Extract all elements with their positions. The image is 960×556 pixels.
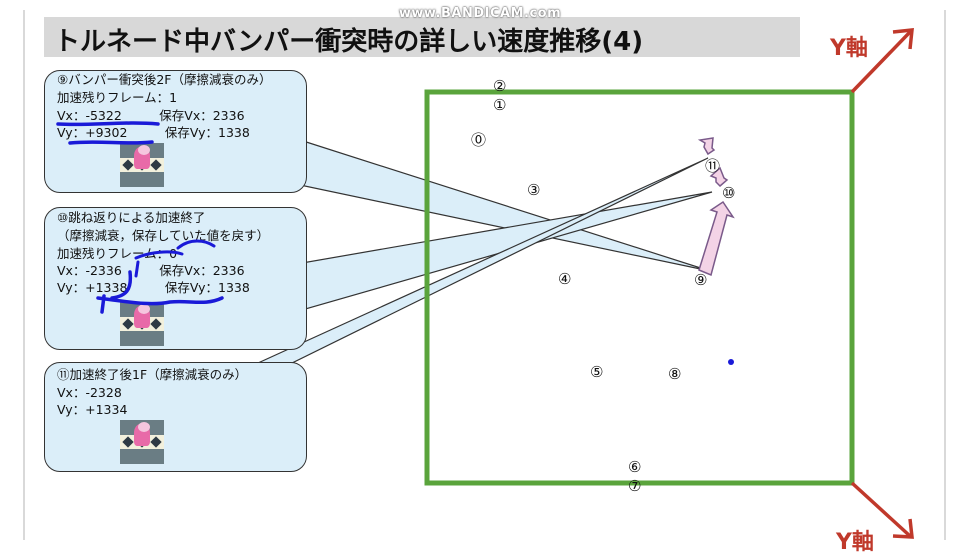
point-6: ⑥ bbox=[628, 458, 642, 476]
point-7: ⑦ bbox=[628, 477, 642, 495]
title-bar bbox=[44, 17, 800, 57]
diagram-canvas bbox=[257, 28, 914, 539]
callout-9-accel-frames: 加速残りフレーム：1 bbox=[57, 90, 178, 105]
callout-9-heading: ⑨バンパー衝突後2F（摩擦減衰のみ） bbox=[57, 72, 272, 87]
callout-11-vx: Vx：-2328 bbox=[57, 385, 122, 400]
point-9: ⑨ bbox=[694, 271, 708, 289]
callout-9-vx: Vx：-5322 保存Vx：2336 bbox=[57, 108, 245, 123]
y-axis-arrow-bottom bbox=[850, 481, 914, 539]
callout-9-vy: Vy：+9302 保存Vy：1338 bbox=[57, 125, 250, 140]
point-4: ④ bbox=[558, 270, 572, 288]
velocity-arrow-9-10 bbox=[698, 200, 735, 277]
y-axis-label-bottom: Y軸 bbox=[836, 530, 874, 555]
page-title: トルネード中バンパー衝突時の詳しい速度推移(4) bbox=[54, 27, 644, 57]
callout-11-thumbnail bbox=[120, 420, 164, 464]
point-5: ⑤ bbox=[590, 363, 604, 381]
point-0: ⓪ bbox=[471, 131, 487, 149]
callout-11-heading: ⑪加速終了後1F（摩擦減衰のみ） bbox=[57, 367, 248, 382]
y-axis-label-top: Y軸 bbox=[830, 36, 868, 61]
position-dot bbox=[728, 359, 734, 365]
callout-10-vy: Vy：+1338 保存Vy：1338 bbox=[57, 280, 250, 295]
point-1: ① bbox=[493, 96, 507, 114]
callout-11 bbox=[44, 362, 307, 472]
point-8: ⑧ bbox=[668, 365, 682, 383]
y-axis-arrow-top bbox=[850, 28, 914, 94]
point-11: ⑪ bbox=[705, 157, 721, 175]
callout-10-heading: ⑩跳ね返りによる加速終了 bbox=[57, 210, 206, 225]
region-box bbox=[424, 89, 855, 486]
point-3: ③ bbox=[527, 181, 541, 199]
callout-9-thumbnail bbox=[120, 143, 164, 187]
callout-10-thumbnail bbox=[120, 302, 164, 346]
point-2: ② bbox=[493, 77, 507, 95]
point-10: ⑩ bbox=[722, 184, 736, 202]
callout-10-subheading: （摩擦減衰，保存していた値を戻す） bbox=[57, 228, 270, 243]
callout-10-vx: Vx：-2336 保存Vx：2336 bbox=[57, 263, 245, 278]
callout-11-vy: Vy：+1334 bbox=[57, 402, 128, 417]
slide-edge-right bbox=[944, 10, 946, 540]
callout-10-accel-frames: 加速残りフレーム：0 bbox=[57, 246, 178, 261]
recording-watermark: www.BANDICAM.com bbox=[398, 6, 562, 21]
velocity-arrow-10-11 bbox=[709, 166, 729, 188]
velocity-arrow-11 bbox=[697, 137, 716, 156]
slide-edge-left bbox=[23, 10, 25, 540]
callout-9 bbox=[44, 70, 307, 193]
